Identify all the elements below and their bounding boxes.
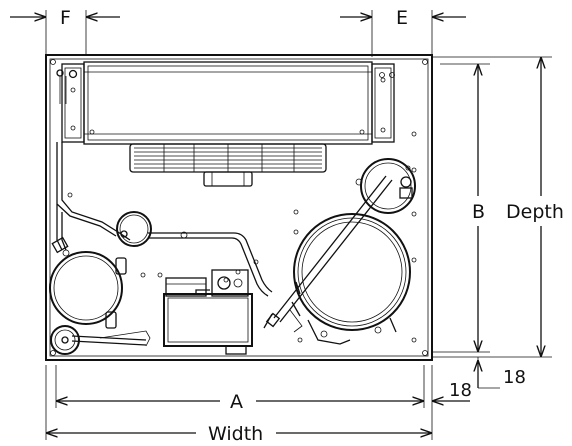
label-e: E xyxy=(396,7,408,29)
accumulator xyxy=(355,158,416,214)
compressor xyxy=(291,213,411,345)
label-depth: Depth xyxy=(506,201,564,223)
condenser-fan-housing xyxy=(56,61,395,145)
label-width: Width xyxy=(208,423,263,445)
label-offset-bottom: 18 xyxy=(503,367,526,388)
fan-motor xyxy=(203,171,253,187)
control-box xyxy=(163,293,253,347)
suction-line xyxy=(263,175,393,333)
sight-glass xyxy=(50,325,151,355)
label-offset-right: 18 xyxy=(449,380,472,401)
fan-box xyxy=(83,61,373,145)
dimension-lines xyxy=(10,10,552,440)
label-b: B xyxy=(472,201,485,223)
base-plate xyxy=(45,54,433,361)
receiver-tank xyxy=(49,249,127,329)
base-outline xyxy=(45,54,433,361)
middle-refrigerant-line xyxy=(148,231,273,297)
filter-drier xyxy=(116,211,152,247)
label-f: F xyxy=(60,7,71,29)
electrical-box xyxy=(163,269,253,355)
fan-grille xyxy=(129,143,327,187)
left-refrigerant-line xyxy=(51,142,119,254)
label-a: A xyxy=(230,391,243,413)
